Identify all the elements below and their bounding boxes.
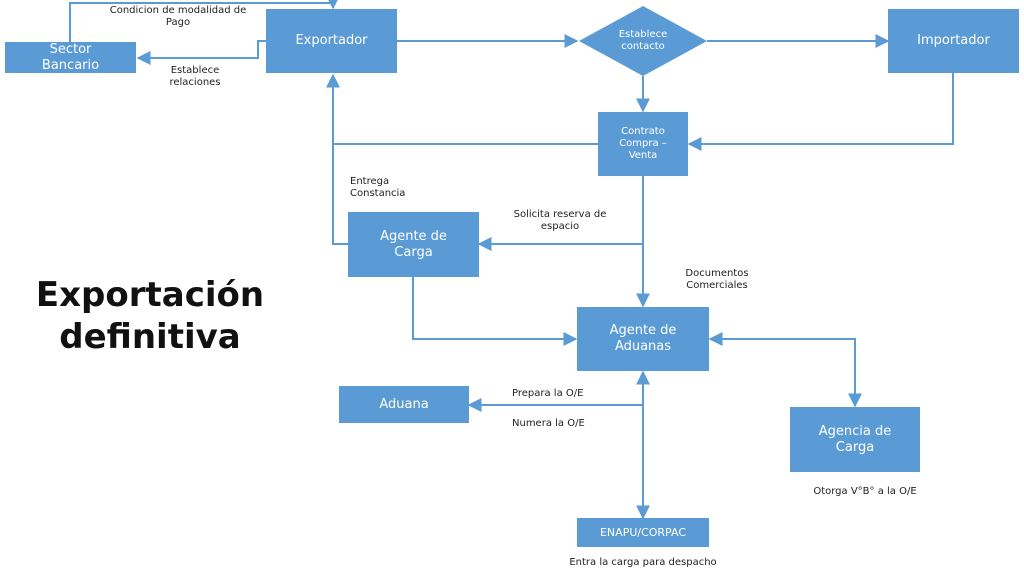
node-enapu-corpac: ENAPU/CORPAC bbox=[577, 518, 709, 547]
edge-agentecarga-agenteaduanas bbox=[412, 277, 578, 346]
label-solicita-reserva: Solicita reserva de espacio bbox=[513, 209, 607, 232]
node-sector-bancario: Sector Bancario bbox=[5, 42, 136, 73]
edge-importador-contrato bbox=[687, 73, 954, 151]
label-entrega-constancia: Entrega Constancia bbox=[350, 176, 406, 199]
node-agente-de-carga: Agente de Carga bbox=[348, 212, 479, 277]
node-aduana: Aduana bbox=[339, 386, 469, 423]
node-establece-contacto: Establece contacto bbox=[618, 29, 668, 52]
node-agencia-de-carga: Agencia de Carga bbox=[790, 407, 920, 472]
node-agente-de-aduanas: Agente de Aduanas bbox=[577, 307, 709, 371]
label-entra-carga: Entra la carga para despacho bbox=[569, 557, 717, 568]
label-prepara-oe: Prepara la O/E bbox=[512, 388, 584, 399]
edge-bancario-exportador bbox=[69, 0, 340, 42]
edge-contrato-exportador bbox=[326, 73, 598, 145]
label-condicion-pago: Condicion de modalidad de Pago bbox=[109, 5, 247, 28]
edge-exportador-bancario bbox=[136, 40, 266, 65]
label-establece-relaciones: Establece relaciones bbox=[169, 65, 221, 88]
node-importador: Importador bbox=[888, 9, 1019, 73]
decision-diamond-establece-contacto bbox=[579, 6, 707, 76]
label-documentos-comerciales: Documentos Comerciales bbox=[685, 268, 749, 291]
diagram-title: Exportación definitiva bbox=[35, 275, 265, 357]
label-numera-oe: Numera la O/E bbox=[512, 418, 585, 429]
node-exportador: Exportador bbox=[266, 9, 397, 73]
node-contrato-compra-venta: Contrato Compra – Venta bbox=[598, 112, 688, 176]
edge-aduanas-agencia bbox=[708, 332, 862, 408]
edge-agentecarga-exportador bbox=[332, 144, 348, 245]
label-otorga-vb: Otorga V°B° a la O/E bbox=[813, 486, 917, 497]
